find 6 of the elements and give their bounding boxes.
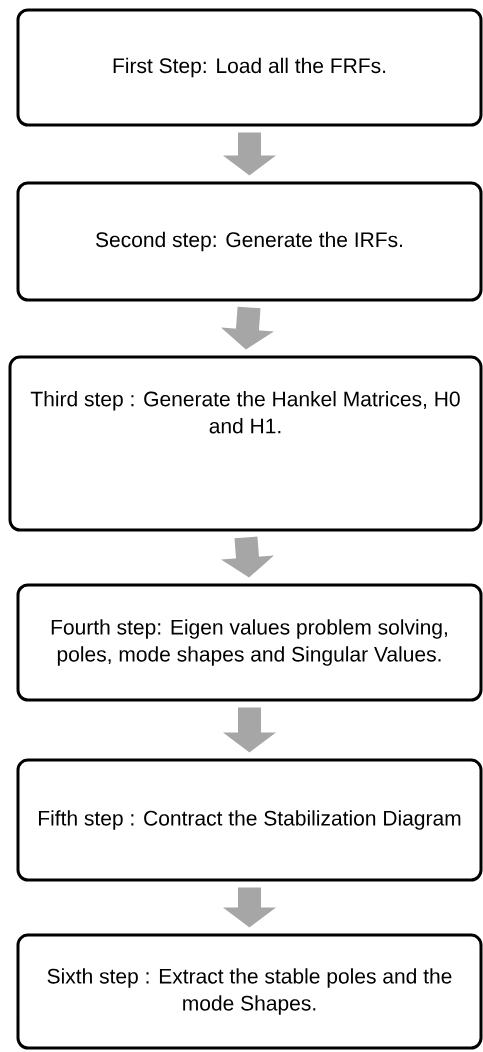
process-box: Fourth step: Eigen values problem solving, poles, mode shapes and Singular Values.: [16, 583, 483, 702]
process-box: Fifth step : Contract the Stabilization Diagram: [16, 758, 483, 882]
process-box: Third step : Generate the Hankel Matrices, H0 and H1.: [8, 355, 483, 532]
process-box: Second step: Generate the IRFs.: [16, 181, 483, 302]
process-box: First Step: Load all the FRFs.: [16, 8, 483, 127]
process-box: Sixth step : Extract the stable poles and the mode Shapes.: [16, 933, 483, 1050]
